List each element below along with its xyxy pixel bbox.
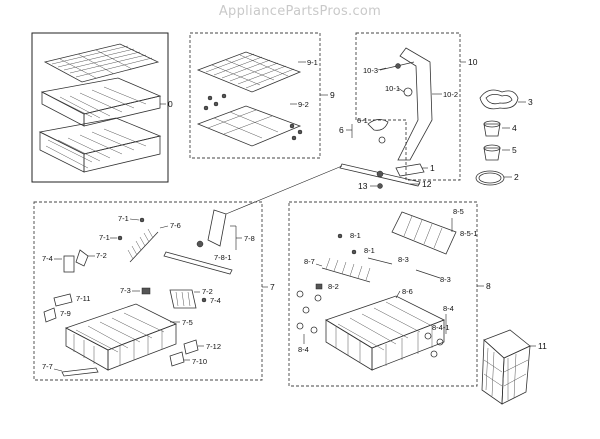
rack-wheels xyxy=(296,290,444,358)
label-8: 8 xyxy=(486,281,491,291)
loose-parts: 6-1 6 1 12 13 3 4 5 2 xyxy=(225,89,533,215)
top-tray xyxy=(43,43,160,83)
label-8-5: 8-5 xyxy=(453,207,464,216)
label-10-2: 10-2 xyxy=(443,90,458,99)
label-8-2: 8-2 xyxy=(328,282,339,291)
label-7-1a: 7-1 xyxy=(118,214,129,223)
label-7-5: 7-5 xyxy=(182,318,193,327)
label-8-3b: 8-3 xyxy=(440,275,451,284)
part-6 xyxy=(378,136,386,144)
label-7-2a: 7-2 xyxy=(96,251,107,260)
label-10: 10 xyxy=(468,57,478,67)
part-6-1 xyxy=(367,119,389,131)
label-9-1: 9-1 xyxy=(307,58,318,67)
part-7-10 xyxy=(169,351,185,367)
part-8-6 xyxy=(325,295,445,349)
label-8-1b: 8-1 xyxy=(364,246,375,255)
label-1: 1 xyxy=(430,163,435,173)
watermark: AppliancePartsPros.com xyxy=(218,4,382,19)
label-7-4b: 7-4 xyxy=(210,296,221,305)
label-7-12: 7-12 xyxy=(206,342,221,351)
label-9-2: 9-2 xyxy=(298,100,309,109)
group-10: 10-3 10-1 10-2 10 xyxy=(355,32,478,181)
label-7-6: 7-6 xyxy=(170,221,181,230)
part-3 xyxy=(479,89,519,110)
cutlery-basket-11: 11 xyxy=(481,329,547,405)
group-9: 9-1 9-2 9 xyxy=(189,32,335,159)
part-7-8 xyxy=(207,209,227,247)
label-10-3: 10-3 xyxy=(363,66,378,75)
label-7-9: 7-9 xyxy=(60,309,71,318)
label-0: 0 xyxy=(168,99,173,109)
part-11 xyxy=(483,329,531,359)
part-7-7 xyxy=(61,367,99,377)
label-11: 11 xyxy=(538,341,547,351)
label-8-3a: 8-3 xyxy=(398,255,409,264)
part-7-11 xyxy=(53,293,73,307)
part-7-3 xyxy=(141,287,151,295)
part-10-2 xyxy=(397,47,433,161)
part-8-2 xyxy=(315,283,323,290)
group-8: 8-5 8-5-1 8-1 8-1 8-7 8-3 8-3 8-2 xyxy=(288,201,491,387)
part-1 xyxy=(395,163,425,177)
label-7-11: 7-11 xyxy=(76,294,90,303)
label-12: 12 xyxy=(422,179,432,189)
upper-rack xyxy=(40,77,162,115)
part-5 xyxy=(483,147,501,161)
part-7-4a xyxy=(63,255,75,273)
label-10-1: 10-1 xyxy=(385,84,400,93)
label-7-3: 7-3 xyxy=(120,286,131,295)
group-9-box xyxy=(189,32,321,159)
group-7-box xyxy=(33,201,263,381)
part-8-3a xyxy=(367,257,393,265)
label-7-1b: 7-1 xyxy=(99,233,110,242)
label-13: 13 xyxy=(358,181,368,191)
part-8-3b xyxy=(415,269,441,279)
part-7-2a xyxy=(75,249,89,267)
label-7-4a: 7-4 xyxy=(42,254,53,263)
part-8-5 xyxy=(391,211,457,255)
assembly-0-box xyxy=(31,32,169,183)
part-9-1 xyxy=(196,51,302,93)
label-4: 4 xyxy=(512,123,517,133)
label-8-7: 8-7 xyxy=(304,257,315,266)
label-8-6: 8-6 xyxy=(402,287,413,296)
part-13 xyxy=(377,183,383,189)
part-8-7 xyxy=(321,267,371,283)
label-8-1a: 8-1 xyxy=(350,231,361,240)
lower-rack xyxy=(38,117,162,155)
part-7-5 xyxy=(64,303,177,351)
part-10-1 xyxy=(403,87,413,97)
label-6-1: 6-1 xyxy=(357,116,368,125)
label-8-4a: 8-4 xyxy=(298,345,309,354)
part-7-12 xyxy=(183,339,199,355)
label-2: 2 xyxy=(514,172,519,182)
part-7-2b xyxy=(169,289,197,309)
part-2 xyxy=(475,170,505,186)
label-9: 9 xyxy=(330,90,335,100)
part-4 xyxy=(483,123,501,137)
assembly-0: 0 xyxy=(31,32,173,183)
group-7: 7-6 7-1 7-1 7-4 7-2 7-8 7-8-1 7-3 7 xyxy=(33,201,275,381)
leader-7-8 xyxy=(225,165,343,215)
label-6: 6 xyxy=(339,125,344,135)
label-8-4-1: 8-4-1 xyxy=(432,323,450,332)
label-7-8-1: 7-8-1 xyxy=(214,253,232,262)
label-8-4b: 8-4 xyxy=(443,304,454,313)
label-7-10: 7-10 xyxy=(192,357,207,366)
label-7-7: 7-7 xyxy=(42,362,53,371)
label-5: 5 xyxy=(512,145,517,155)
label-7: 7 xyxy=(270,282,275,292)
label-7-8: 7-8 xyxy=(244,234,255,243)
part-7-8-1 xyxy=(163,251,233,275)
label-8-5-1: 8-5-1 xyxy=(460,229,478,238)
label-7-2b: 7-2 xyxy=(202,287,213,296)
label-3: 3 xyxy=(528,97,533,107)
group-10-box xyxy=(355,32,461,181)
group-8-box xyxy=(288,201,478,387)
part-7-9 xyxy=(43,307,57,323)
part-7-6 xyxy=(129,231,159,263)
